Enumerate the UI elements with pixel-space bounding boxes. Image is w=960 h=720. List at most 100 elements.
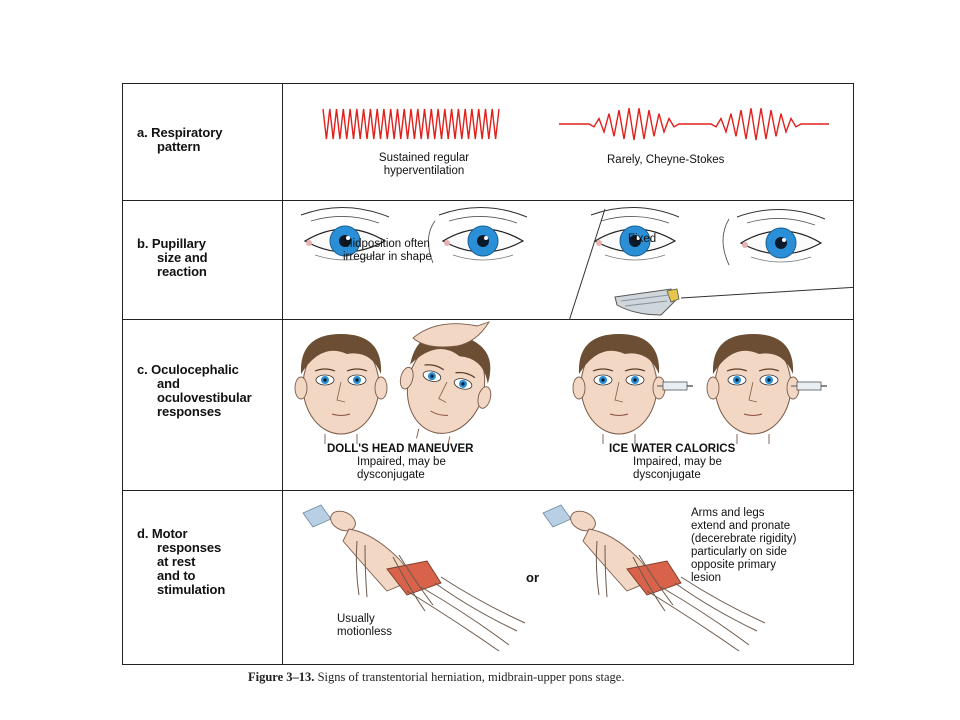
motor-panel: Usually motionless or Arms and legs exte… [283, 491, 853, 664]
bodies-group [302, 504, 766, 652]
eye-icon [438, 207, 528, 261]
legs [674, 576, 766, 632]
highlight [636, 236, 640, 240]
label-line: pattern [157, 139, 201, 154]
pupil [430, 374, 434, 378]
ear [706, 376, 720, 400]
pillow [302, 504, 332, 528]
legs [646, 586, 750, 652]
pupil [323, 378, 327, 382]
brow-line [746, 218, 816, 226]
pillow [542, 504, 572, 528]
label-line: Pupillary [151, 236, 206, 251]
lower-lid-line [604, 254, 666, 261]
pupil-illustrations [300, 207, 853, 320]
head [570, 510, 596, 532]
dolls-head-title: DOLL'S HEAD MANEUVER [327, 443, 474, 455]
lower-lid-line [452, 254, 514, 261]
midposition-caption: Midposition often irregular in shape [343, 238, 432, 263]
eyebrow [624, 368, 646, 372]
head-icon [572, 334, 666, 444]
eye-icon [590, 207, 680, 261]
row-motor: d. Motor responses at rest and to stimul… [123, 491, 853, 664]
highlight [346, 236, 350, 240]
brow-line [600, 216, 670, 224]
hyperventilation-waveform [322, 108, 500, 140]
label-line: oculovestibular [157, 390, 252, 405]
row-label-cell: c. Oculocephalic and oculovestibular res… [123, 320, 283, 490]
label-line: Motor [151, 526, 188, 541]
label-line: size and [157, 250, 208, 265]
head-illustrations [294, 321, 827, 447]
mouth [743, 413, 763, 416]
label-line: responses [157, 404, 222, 419]
oculocephalic-panel: DOLL'S HEAD MANEUVER Impaired, may be dy… [283, 320, 853, 490]
caruncle [444, 240, 450, 246]
eyebrow [314, 368, 336, 372]
brow-line [300, 207, 390, 218]
nose [336, 381, 346, 403]
row-oculocephalic: c. Oculocephalic and oculovestibular res… [123, 320, 853, 491]
eye-icon [300, 207, 390, 261]
heads-group [294, 321, 827, 447]
patient-body-decerebrate [542, 504, 766, 652]
eyebrow [726, 368, 748, 372]
mouth [609, 413, 629, 416]
label-line: and [157, 376, 180, 391]
figure-label: Figure 3–13. [248, 670, 315, 684]
row-label: c. Oculocephalic and oculovestibular res… [137, 363, 252, 419]
syringe-icon [791, 381, 827, 391]
penlight-icon [568, 208, 853, 320]
pupil [767, 378, 771, 382]
eye-icon [736, 209, 826, 263]
ear [374, 376, 388, 400]
patient-body-resting [302, 504, 526, 652]
nose [748, 381, 758, 403]
hair [712, 334, 794, 374]
row-label: b. Pupillary size and reaction [137, 237, 208, 279]
row-label-cell: a. Respiratory pattern [123, 84, 283, 200]
row-label: a. Respiratory pattern [137, 126, 222, 154]
brow-line [310, 216, 380, 224]
caruncle [742, 242, 748, 248]
row-letter: d. [137, 526, 149, 541]
caruncle [596, 240, 602, 246]
examiner-hand [412, 321, 491, 348]
eyebrow [424, 364, 445, 371]
row-label: d. Motor responses at rest and to stimul… [137, 527, 225, 597]
lower-lid-line [750, 256, 812, 263]
head [330, 510, 356, 532]
body-illustrations [302, 504, 766, 652]
brow-line [448, 216, 518, 224]
pupil [633, 378, 637, 382]
figure-caption-text: Signs of transtentorial herniation, midb… [317, 670, 625, 684]
pupillary-panel: Midposition often irregular in shape Fix… [283, 201, 853, 320]
syringe-icon [657, 381, 693, 391]
nose [438, 381, 448, 403]
label-line: at rest [157, 554, 196, 569]
highlight [484, 236, 488, 240]
ear [572, 376, 586, 400]
label-line: stimulation [157, 582, 226, 597]
caruncle [306, 240, 312, 246]
or-label: or [526, 570, 539, 585]
cheyne-stokes-caption: Rarely, Cheyne-Stokes [607, 154, 725, 166]
label-line: responses [157, 540, 222, 555]
eyes-group [300, 207, 826, 266]
brow-line [438, 207, 528, 218]
head-icon [706, 334, 800, 444]
ear [477, 386, 492, 409]
hair [578, 334, 660, 374]
eyebrow [758, 368, 780, 372]
mouth [331, 413, 351, 416]
nose-contour [428, 220, 436, 264]
motionless-caption: Usually motionless [337, 613, 392, 638]
hyperventilation-caption: Sustained regular hyperventilation [378, 152, 470, 177]
label-line: reaction [157, 264, 207, 279]
dolls-head-caption: Impaired, may be dysconjugate [357, 456, 446, 481]
pupil [601, 378, 605, 382]
arm [355, 540, 368, 598]
neck [416, 428, 451, 447]
eyebrow [346, 368, 368, 372]
pupil [735, 378, 739, 382]
